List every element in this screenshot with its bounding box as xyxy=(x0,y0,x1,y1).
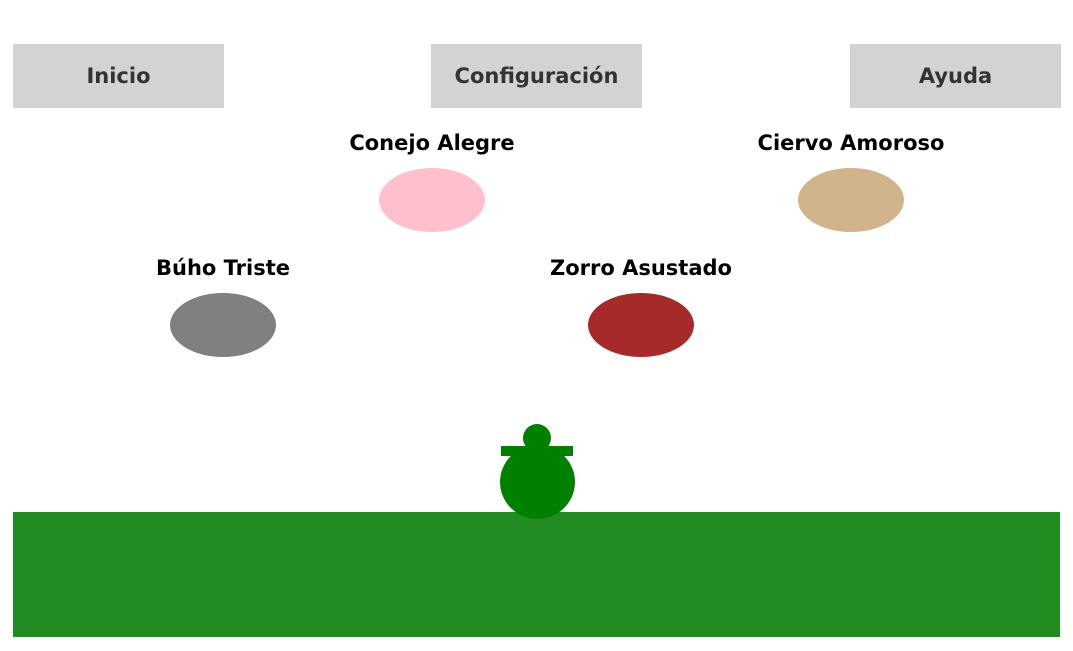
owl-sprite[interactable] xyxy=(170,293,276,357)
ground xyxy=(13,512,1060,637)
animal-zorro-asustado[interactable]: Zorro Asustado xyxy=(521,255,761,365)
rabbit-sprite[interactable] xyxy=(379,168,485,232)
ayuda-button[interactable]: Ayuda xyxy=(850,44,1061,108)
animal-conejo-alegre[interactable]: Conejo Alegre xyxy=(312,130,552,240)
player-body xyxy=(500,445,575,519)
player-head xyxy=(523,424,551,452)
animal-ciervo-amoroso[interactable]: Ciervo Amoroso xyxy=(731,130,971,240)
deer-sprite[interactable] xyxy=(798,168,904,232)
fox-sprite[interactable] xyxy=(588,293,694,357)
player-character[interactable] xyxy=(500,424,575,520)
animal-label: Conejo Alegre xyxy=(349,131,515,155)
configuracion-button[interactable]: Configuración xyxy=(431,44,642,108)
animal-label: Ciervo Amoroso xyxy=(757,131,945,155)
inicio-button[interactable]: Inicio xyxy=(13,44,224,108)
animal-label: Búho Triste xyxy=(156,256,290,280)
animal-label: Zorro Asustado xyxy=(550,256,732,280)
animal-buho-triste[interactable]: Búho Triste xyxy=(103,255,343,365)
